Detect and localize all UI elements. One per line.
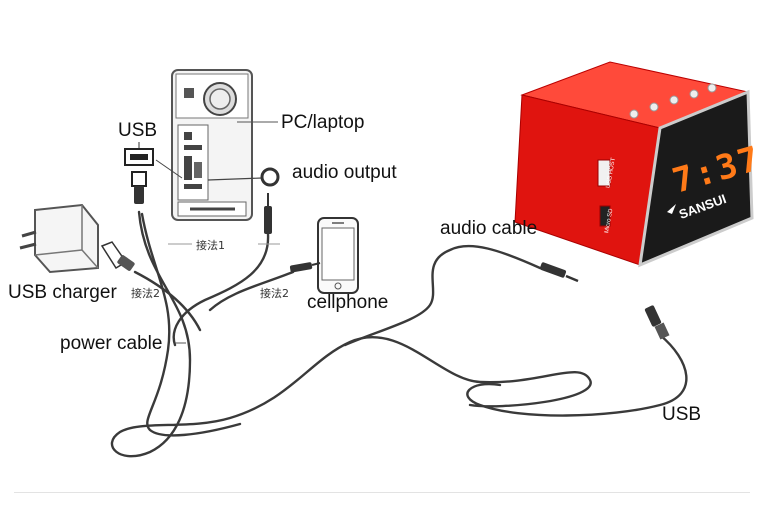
charger-usb-plug-icon bbox=[100, 241, 135, 271]
label-usb-charger: USB charger bbox=[8, 282, 117, 303]
label-method1: 接法1 bbox=[196, 239, 225, 252]
usb-cable-speaker bbox=[466, 333, 688, 417]
label-method2-left: 接法2 bbox=[131, 287, 160, 300]
audio-cable-speaker bbox=[343, 244, 542, 347]
cables bbox=[110, 210, 688, 458]
label-method2-right: 接法2 bbox=[260, 287, 289, 300]
label-audio-cable: audio cable bbox=[440, 218, 538, 239]
usb-plug-icon bbox=[131, 171, 147, 204]
phone-audio-jack-icon bbox=[289, 262, 321, 273]
usb-port-link bbox=[155, 159, 183, 179]
charger-cable bbox=[133, 270, 202, 332]
usb-port-icon bbox=[124, 148, 154, 166]
audio-jack-icon bbox=[264, 193, 272, 234]
audio-cable-pc bbox=[172, 232, 270, 347]
cellphone-icon bbox=[317, 217, 359, 294]
audio-port-icon bbox=[260, 167, 280, 187]
pc-tower-icon bbox=[171, 69, 263, 221]
audio-cable-phone bbox=[208, 270, 295, 312]
label-cellphone: cellphone bbox=[307, 292, 389, 313]
speaker-usb-plug-icon bbox=[644, 305, 670, 340]
speaker-device-icon bbox=[514, 61, 754, 268]
label-audio-output: audio output bbox=[292, 162, 397, 183]
usb-charger-icon bbox=[19, 203, 99, 274]
label-pc-laptop: PC/laptop bbox=[281, 112, 365, 133]
speaker-audio-jack-icon bbox=[539, 262, 579, 283]
label-usb-top: USB bbox=[118, 120, 158, 141]
label-power-cable: power cable bbox=[60, 333, 163, 354]
power-cable-secondary bbox=[140, 212, 242, 437]
power-cable bbox=[110, 210, 592, 458]
bottom-divider bbox=[14, 492, 750, 493]
label-usb-right: USB bbox=[662, 404, 702, 425]
